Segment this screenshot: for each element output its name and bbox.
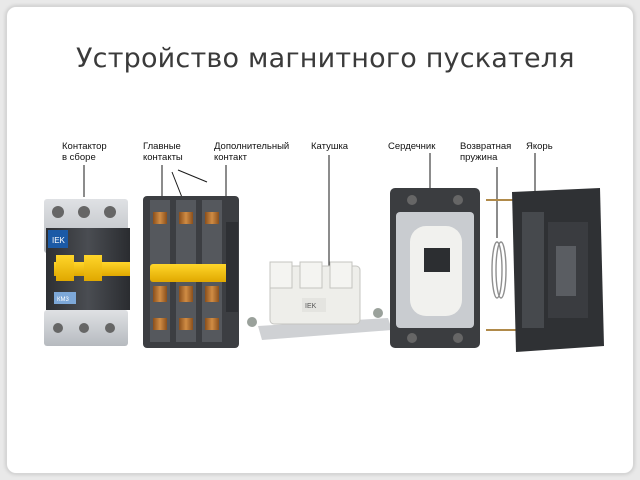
brand-logo: IEK	[52, 236, 66, 245]
coil-logo: IEK	[305, 303, 317, 310]
label-assembled-contactor: Контактор в сборе	[62, 141, 107, 163]
label-armature: Якорь	[526, 141, 553, 152]
coil-assembly: IEK	[247, 261, 392, 340]
main-contacts-assembly	[143, 196, 239, 348]
face-code: КМ3	[57, 297, 69, 303]
label-main-contacts: Главные контакты	[143, 141, 183, 163]
core-housing	[390, 188, 480, 348]
label-coil: Катушка	[311, 141, 349, 152]
slide-title: Устройство магнитного пускателя	[76, 43, 575, 74]
label-aux-contact: Дополнительный контакт	[214, 141, 290, 163]
label-return-spring: Возвратная пружина	[460, 141, 512, 163]
assembled-contactor: IEK КМ3	[44, 199, 130, 346]
armature-housing	[512, 188, 604, 352]
label-core: Сердечник	[388, 141, 436, 152]
